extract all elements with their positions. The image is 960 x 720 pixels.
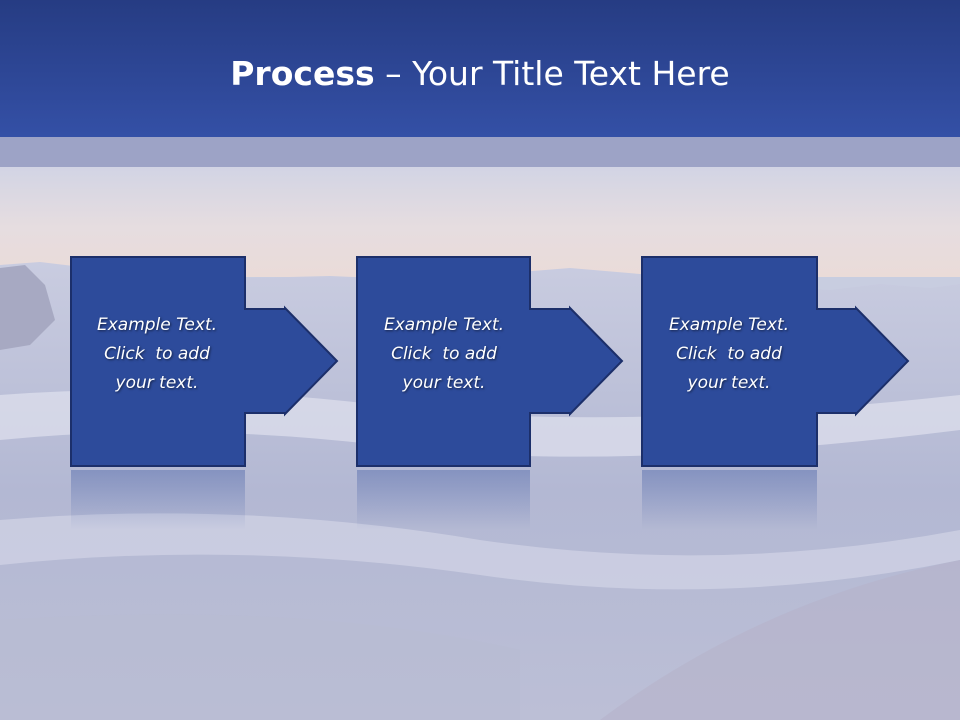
step-2-reflection [357, 470, 530, 530]
step-1-line-3: your text. [115, 373, 199, 393]
step-2-line-1: Example Text. [383, 315, 505, 335]
step-3-reflection [642, 470, 817, 530]
title-rest: – Your Title Text Here [374, 54, 730, 93]
title-bar [0, 0, 960, 137]
slide-title[interactable]: Process – Your Title Text Here [0, 52, 960, 96]
step-3-line-2: Click to add [676, 344, 782, 364]
step-1-text[interactable]: Example Text. Click to add your text. [71, 311, 243, 398]
step-2-line-2: Click to add [391, 344, 497, 364]
title-sub-band [0, 137, 960, 167]
step-3-line-1: Example Text. [668, 315, 790, 335]
step-2-text[interactable]: Example Text. Click to add your text. [358, 311, 530, 398]
step-3-text[interactable]: Example Text. Click to add your text. [643, 311, 815, 398]
step-2-line-3: your text. [402, 373, 486, 393]
step-1-reflection [71, 470, 245, 530]
step-1-shape[interactable] [70, 256, 339, 467]
step-2-shape[interactable] [356, 256, 624, 467]
step-3-line-3: your text. [687, 373, 771, 393]
step-1-line-1: Example Text. [96, 315, 218, 335]
step-3-shape[interactable] [641, 256, 910, 467]
step-1-line-2: Click to add [104, 344, 210, 364]
title-bold: Process [230, 54, 375, 93]
